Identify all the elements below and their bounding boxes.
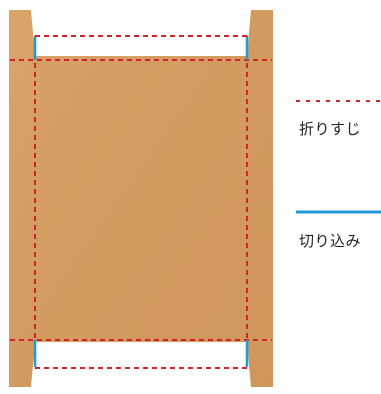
legend-fold-label: 折りすじ (299, 120, 362, 138)
legend-cut-label: 切り込み (299, 232, 362, 250)
cardboard-texture (9, 10, 273, 387)
cut-lines (33, 37, 249, 367)
fold-lines (10, 35, 272, 369)
base-panel (35, 60, 247, 338)
